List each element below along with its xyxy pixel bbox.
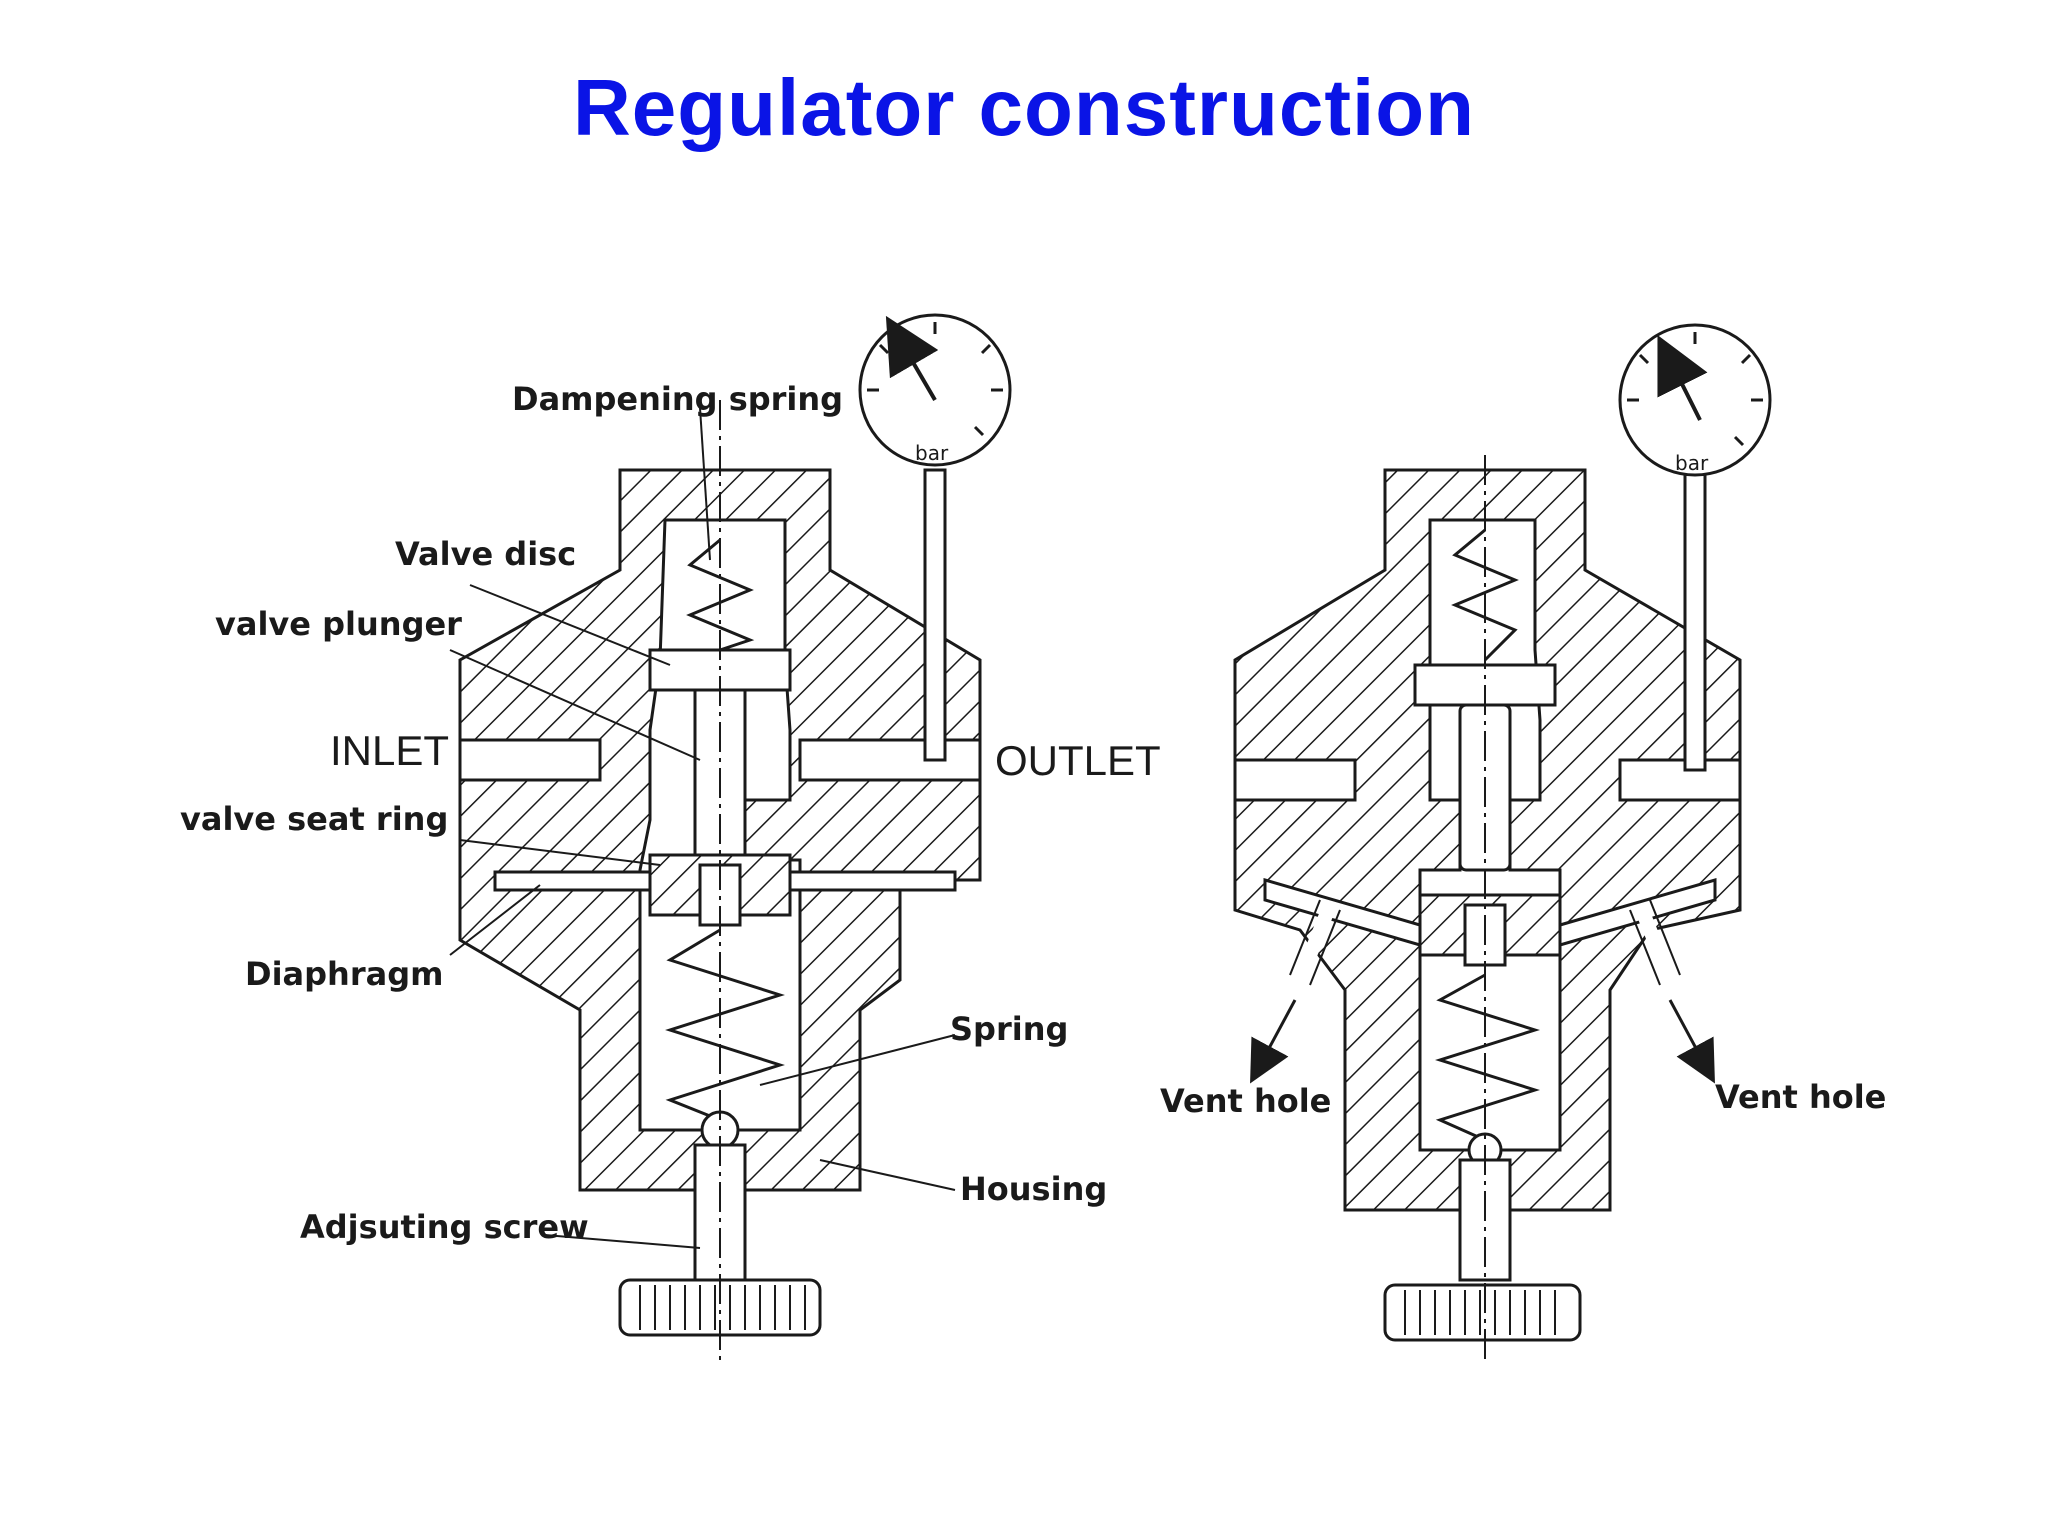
label-valve-seat-ring: valve seat ring [180, 800, 448, 838]
label-housing: Housing [960, 1170, 1107, 1208]
right-vent-hole-right [1633, 902, 1677, 983]
right-gauge-stem [1683, 468, 1707, 772]
left-outlet-port [798, 738, 982, 782]
label-valve-disc: Valve disc [395, 535, 576, 573]
right-main-spring [1435, 973, 1540, 1142]
right-vent-hole-left [1293, 902, 1337, 983]
left-gauge-needle [885, 315, 939, 402]
left-regulator [449, 313, 1012, 1360]
right-gauge-unit: bar [1675, 451, 1709, 475]
label-outlet: OUTLET [995, 737, 1161, 784]
left-gauge-stem [923, 468, 947, 762]
slide-title: Regulator construction [572, 63, 1476, 152]
label-inlet: INLET [330, 727, 449, 774]
label-dampening-spring: Dampening spring [512, 380, 843, 418]
right-dampening-spring [1451, 528, 1519, 662]
left-main-spring [665, 928, 785, 1122]
label-valve-plunger: valve plunger [215, 605, 462, 643]
label-vent-hole-right: Vent hole [1715, 1078, 1886, 1116]
label-spring: Spring [950, 1010, 1068, 1048]
left-gauge-unit: bar [915, 441, 949, 465]
left-inlet-port [458, 738, 602, 782]
right-inlet-port [1233, 758, 1357, 802]
label-diaphragm: Diaphragm [245, 955, 443, 993]
label-adjusting-screw: Adjsuting screw [300, 1208, 589, 1246]
label-vent-hole-left: Vent hole [1160, 1082, 1331, 1120]
right-regulator [1233, 323, 1772, 1360]
right-knob [1383, 1283, 1582, 1342]
right-outlet-port [1618, 758, 1742, 802]
right-gauge-needle [1657, 334, 1708, 421]
